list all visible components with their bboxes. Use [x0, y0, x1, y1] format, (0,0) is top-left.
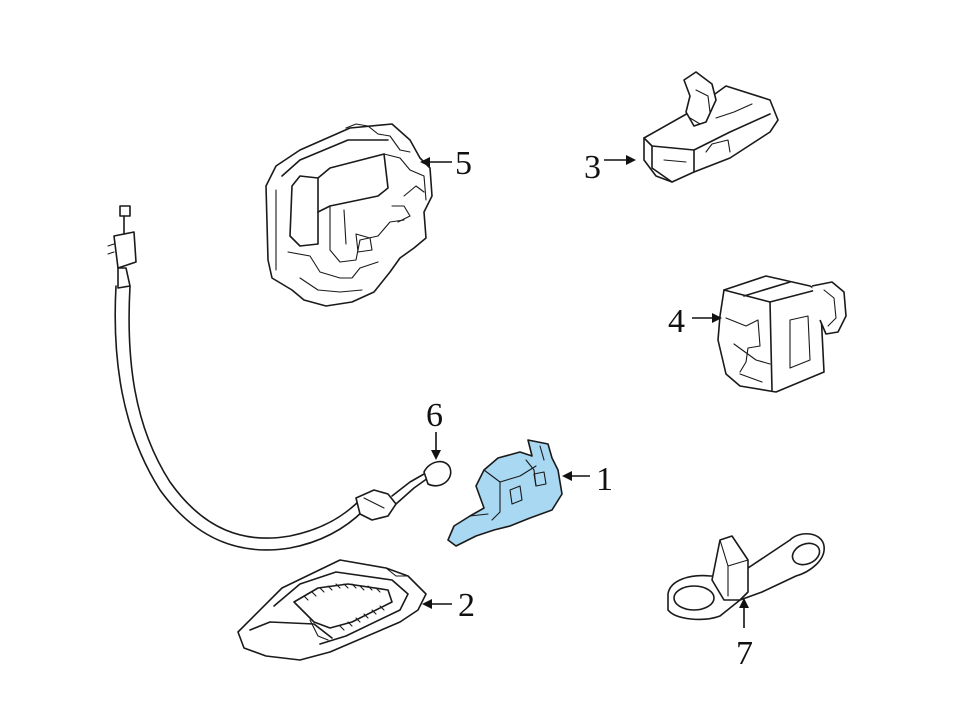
callout-1: 1 — [596, 461, 613, 498]
arrowhead-3 — [626, 155, 636, 165]
part-4-connector — [717, 275, 847, 393]
cable-assembly — [107, 205, 452, 551]
callout-7: 7 — [736, 635, 753, 672]
callout-arrows — [420, 155, 749, 628]
arrowhead-7 — [739, 598, 749, 608]
callout-labels: 5 3 4 6 1 2 7 — [426, 145, 753, 672]
callout-2: 2 — [458, 587, 475, 624]
part-7-grommet — [667, 533, 825, 621]
arrowhead-5 — [420, 157, 430, 167]
arrowhead-2 — [422, 599, 432, 609]
arrowhead-6 — [431, 450, 441, 460]
callout-6: 6 — [426, 397, 443, 434]
callout-4: 4 — [668, 303, 685, 340]
arrowhead-4 — [712, 313, 722, 323]
callout-3: 3 — [584, 149, 601, 186]
part-3-switch — [643, 71, 779, 183]
part-5-lock-actuator — [265, 123, 433, 307]
part-2-tray — [237, 559, 427, 661]
arrowhead-1 — [562, 471, 572, 481]
callout-5: 5 — [455, 145, 472, 182]
part-1-latch-bracket — [447, 439, 563, 547]
